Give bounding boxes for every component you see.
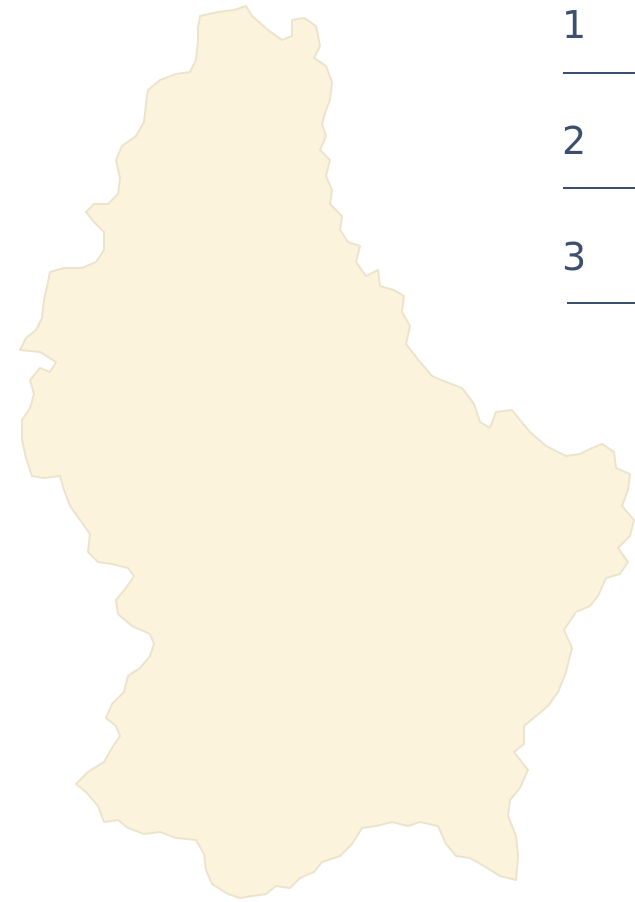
country-outline[interactable] xyxy=(19,5,635,899)
